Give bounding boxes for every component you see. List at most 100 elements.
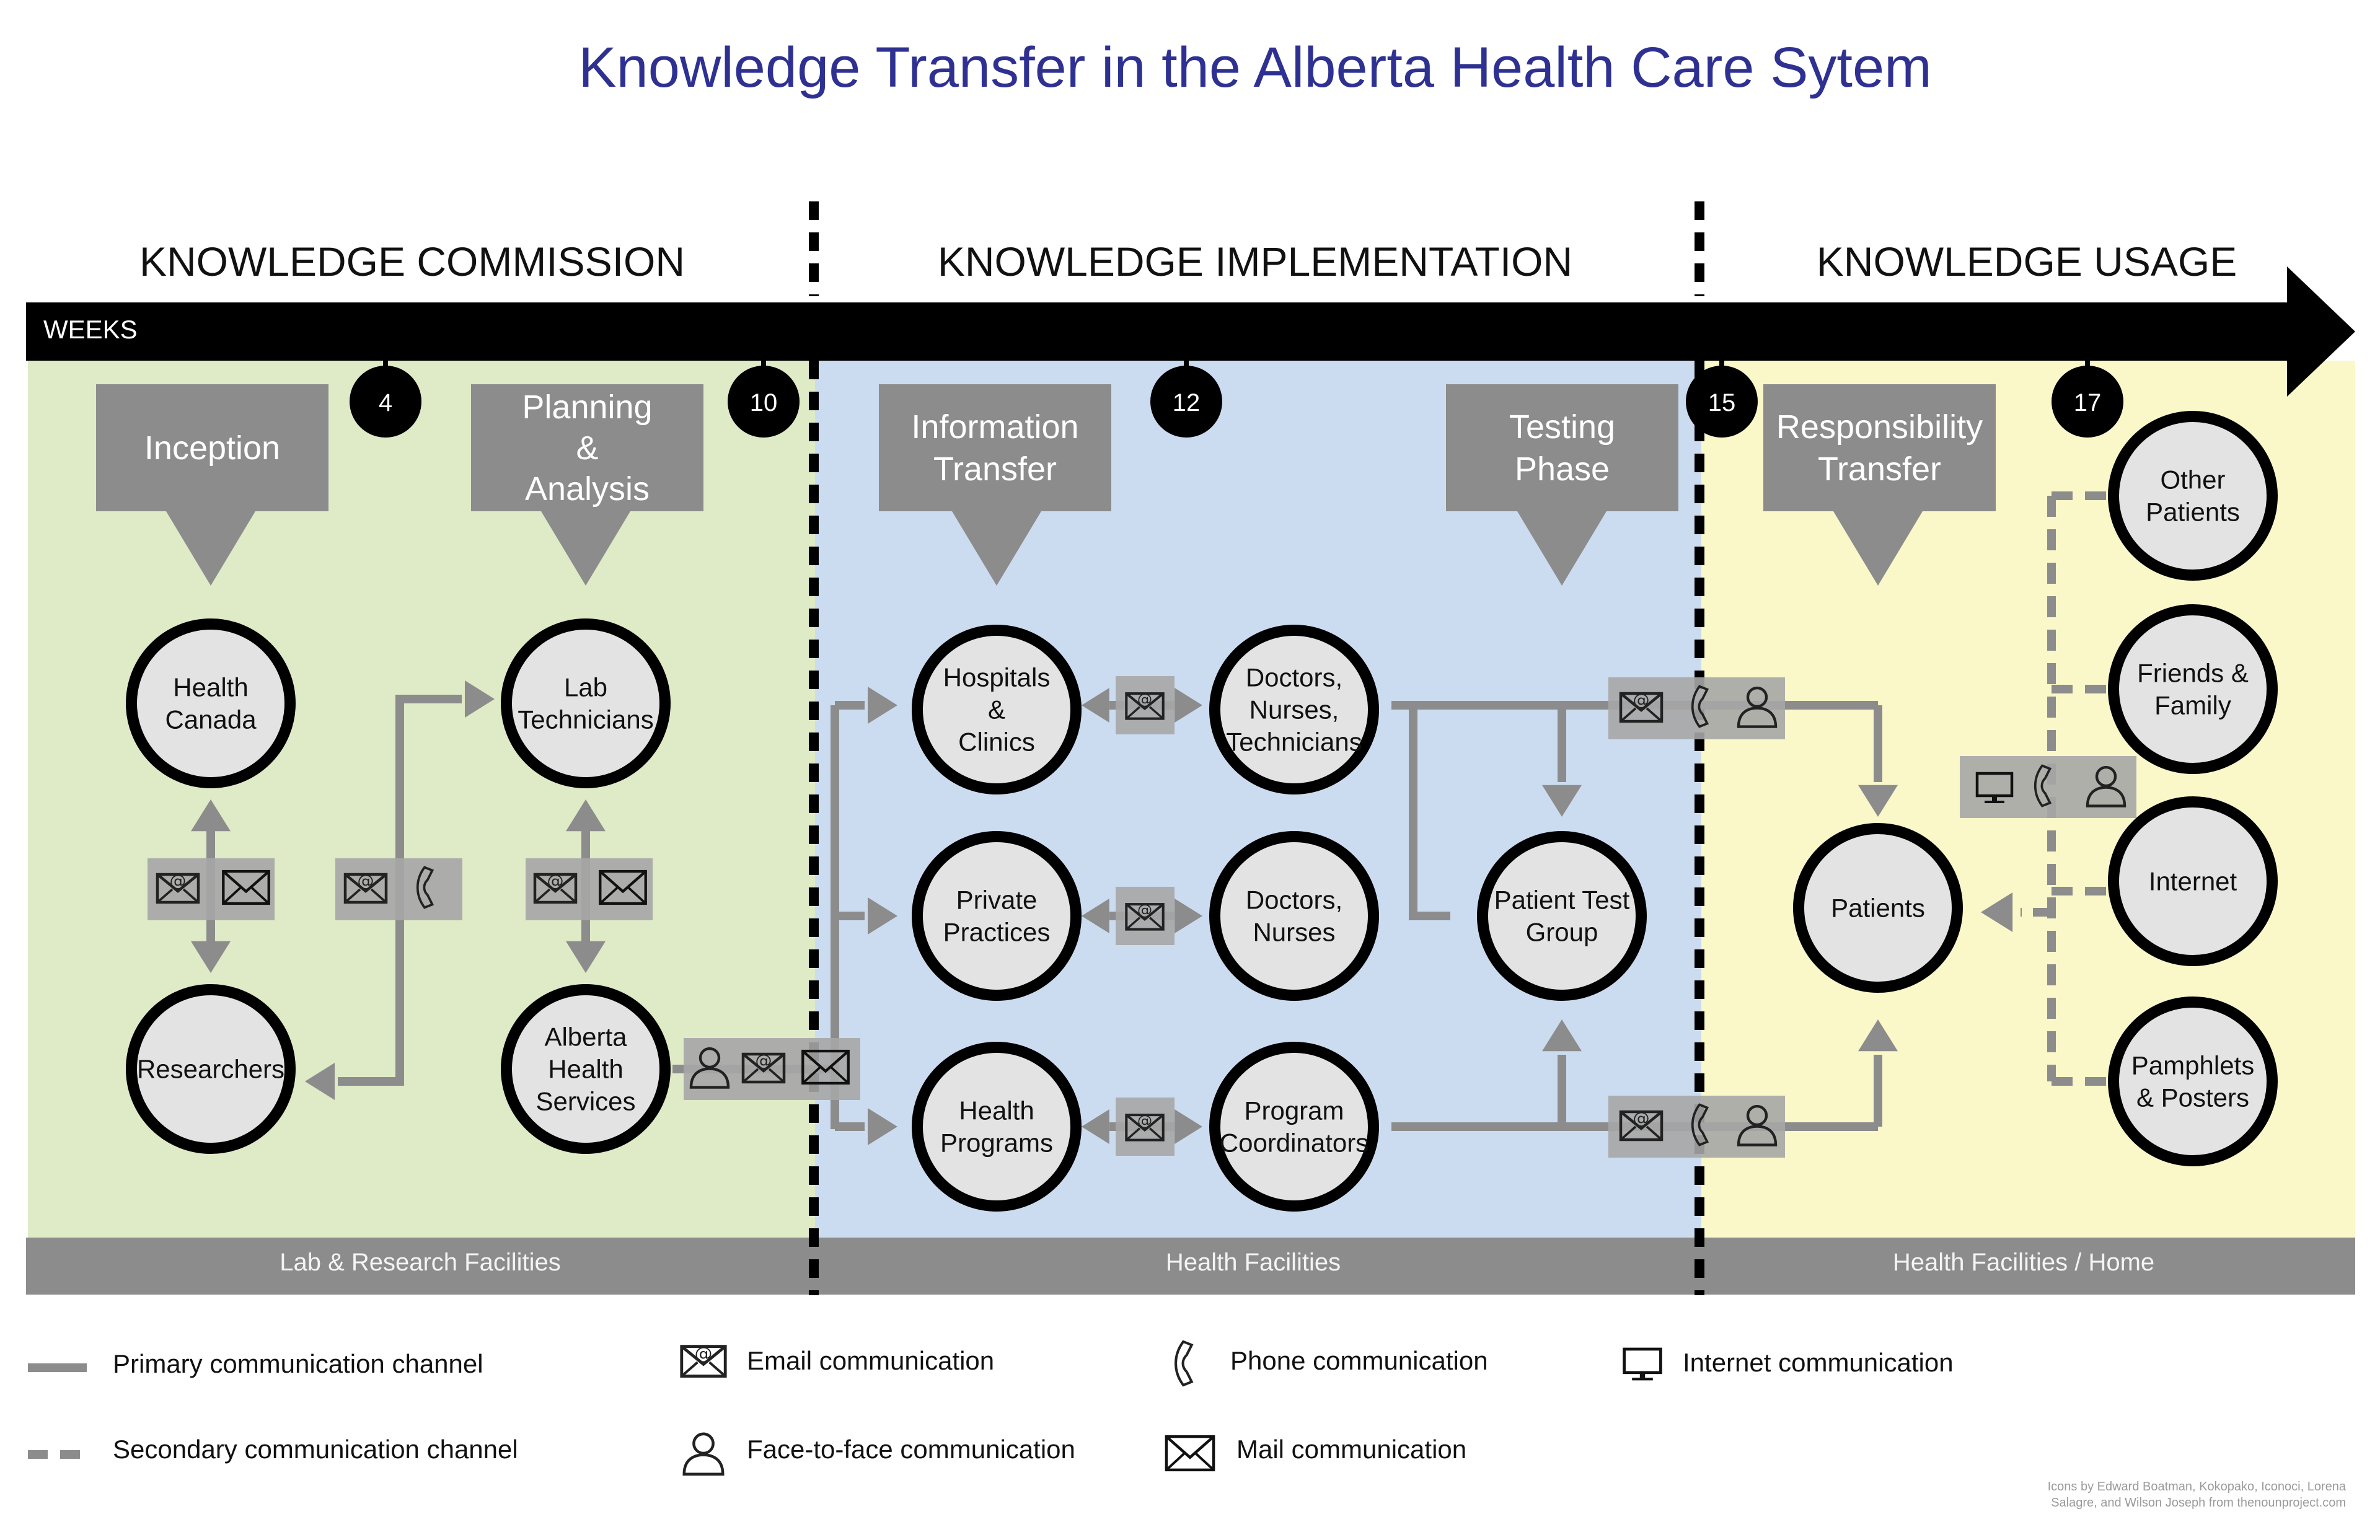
- node-label: Services: [536, 1087, 635, 1116]
- node-label: Internet: [2149, 867, 2237, 896]
- email-icon: [682, 1342, 725, 1376]
- node-label: Patient Test: [1494, 886, 1630, 915]
- phase-label: KNOWLEDGE IMPLEMENTATION: [938, 239, 1572, 284]
- node-circle: [501, 984, 671, 1154]
- stage-label: Transfer: [933, 451, 1057, 488]
- stage-callout-pointer: [166, 511, 255, 586]
- node-label: Researchers: [137, 1055, 284, 1084]
- legend-secondary: Secondary communication channel: [113, 1435, 518, 1464]
- weeks-arrow-head: [2287, 266, 2355, 397]
- stage-callout-pointer: [1833, 511, 1923, 586]
- stage-callout: [1446, 384, 1678, 511]
- arrow-head: [868, 897, 897, 935]
- credit-text: Salagre, and Wilson Joseph from thenounp…: [2051, 1496, 2346, 1510]
- arrow-head: [1082, 688, 1109, 723]
- node-circle: [1477, 831, 1647, 1001]
- stage-callout: [879, 384, 1111, 511]
- node-circle: [1209, 625, 1379, 794]
- week-marker-label: 4: [379, 389, 392, 416]
- node-circle: [501, 618, 671, 788]
- arrow-head: [1082, 1109, 1109, 1144]
- stage-label: Planning: [522, 389, 652, 426]
- stage-callout-pointer: [541, 511, 630, 586]
- node-label: Friends &: [2137, 659, 2249, 688]
- node-circle: [912, 831, 1082, 1001]
- arrow-head: [191, 799, 231, 832]
- node-circle: [126, 984, 296, 1154]
- stage-label: Information: [911, 408, 1078, 446]
- arrow-head: [1981, 892, 2013, 932]
- stage-label: Phase: [1515, 451, 1610, 488]
- legend-email: Email communication: [747, 1346, 994, 1375]
- stage-callout: [96, 384, 328, 511]
- node-label: Patients: [2146, 498, 2240, 527]
- stage-label: Analysis: [525, 470, 650, 508]
- node-circle: [2108, 796, 2278, 966]
- node-circle: [2108, 411, 2278, 581]
- channel-icon-badge: [148, 858, 275, 920]
- week-marker-label: 17: [2074, 389, 2102, 416]
- arrow-head: [1858, 785, 1898, 817]
- week-marker-label: 15: [1708, 389, 1736, 416]
- stage-label: &: [576, 429, 598, 467]
- footer-label: Health Facilities / Home: [1893, 1249, 2154, 1276]
- week-marker: [1686, 366, 1758, 438]
- node-label: Programs: [940, 1129, 1053, 1158]
- channel-icon-badge: [335, 858, 462, 920]
- week-marker-label: 12: [1173, 389, 1201, 416]
- legend-primary: Primary communication channel: [113, 1349, 483, 1378]
- node-label: Patients: [1831, 894, 1925, 923]
- node-label: Coordinators: [1220, 1129, 1368, 1158]
- node-label: Alberta: [544, 1023, 627, 1052]
- arrow-head: [868, 687, 897, 724]
- legend-face: Face-to-face communication: [747, 1435, 1075, 1464]
- arrow-head: [1858, 1019, 1898, 1052]
- weeks-bar: [26, 302, 2288, 361]
- week-marker: [728, 366, 800, 438]
- phone-icon: [1176, 1342, 1192, 1385]
- node-label: Health: [173, 673, 248, 702]
- arrow-head: [191, 941, 231, 973]
- week-marker: [350, 366, 421, 438]
- stage-callout: [471, 384, 703, 511]
- node-label: Program: [1244, 1096, 1344, 1125]
- arrow-head: [1175, 688, 1202, 723]
- face-to-face-icon: [684, 1434, 723, 1474]
- node-label: Lab: [564, 673, 607, 702]
- node-circle: [912, 1042, 1082, 1212]
- mail-icon: [1166, 1437, 1214, 1470]
- node-label: Clinics: [958, 728, 1035, 757]
- arrow-head: [1542, 1019, 1582, 1052]
- footer-label: Lab & Research Facilities: [280, 1249, 561, 1276]
- weeks-label: WEEKS: [43, 315, 138, 344]
- node-label: Family: [2154, 691, 2231, 720]
- node-label: Nurses: [1253, 918, 1335, 947]
- phase-label: KNOWLEDGE COMMISSION: [139, 239, 685, 284]
- arrow-head: [1175, 1109, 1202, 1144]
- arrow-head: [1542, 785, 1582, 817]
- stage-callout-pointer: [1517, 511, 1606, 586]
- arrow-head: [1082, 899, 1109, 933]
- phase-label: KNOWLEDGE USAGE: [1817, 239, 2237, 284]
- arrow-head: [566, 941, 606, 973]
- node-circle: [1793, 823, 1963, 993]
- node-circle: [912, 625, 1082, 794]
- stage-label: Responsibility: [1776, 408, 1983, 446]
- footer-label: Health Facilities: [1166, 1249, 1341, 1276]
- channel-line: [1409, 705, 1450, 920]
- stage-callout-pointer: [952, 511, 1041, 586]
- arrow-head: [305, 1063, 335, 1100]
- node-label: Hospitals: [943, 663, 1051, 692]
- arrow-head: [465, 680, 495, 718]
- node-label: Practices: [943, 918, 1051, 947]
- node-label: Canada: [165, 705, 257, 734]
- week-marker-label: 10: [750, 389, 778, 416]
- node-circle: [1209, 831, 1379, 1001]
- legend-phone: Phone communication: [1230, 1346, 1488, 1375]
- stage-label: Transfer: [1818, 451, 1941, 488]
- node-label: Nurses,: [1250, 695, 1339, 724]
- node-label: Pamphlets: [2131, 1051, 2254, 1080]
- arrow-head: [566, 799, 606, 832]
